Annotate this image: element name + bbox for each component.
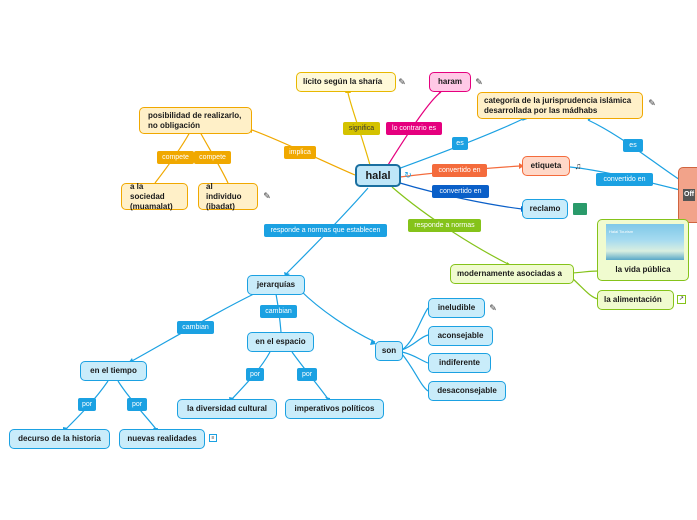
node-desaconsejable-text: desaconsejable <box>437 386 497 395</box>
image-title: Halal Tourism <box>609 229 634 234</box>
attachment-icon[interactable]: ♫ <box>574 161 582 171</box>
node-categoria[interactable]: categoría de la jurisprudencia islámica … <box>477 92 643 119</box>
node-aconsejable[interactable]: aconsejable <box>428 326 493 346</box>
node-licito-text: lícito según la sharía <box>303 77 383 86</box>
node-vida-publica-text: la vida pública <box>615 265 671 274</box>
note-icon[interactable]: ≡ <box>209 434 217 442</box>
node-halal[interactable]: halal <box>355 164 401 187</box>
node-sociedad-text: a la sociedad (muamalat) <box>130 181 173 211</box>
node-ineludible-text: ineludible <box>437 303 476 312</box>
label-es-1: es <box>452 137 468 150</box>
node-offscreen[interactable]: Off <box>678 167 697 223</box>
label-por-4: por <box>297 368 317 381</box>
attachment-icon[interactable]: ✎ <box>398 77 406 87</box>
node-diversidad[interactable]: la diversidad cultural <box>177 399 277 419</box>
node-offscreen-text: Off <box>683 189 696 201</box>
label-implica: implica <box>284 146 316 159</box>
node-modernamente[interactable]: modernamente asociadas a <box>450 264 574 284</box>
attachment-icon[interactable]: ✎ <box>489 303 497 313</box>
node-nuevas-text: nuevas realidades <box>127 434 197 443</box>
image-icon[interactable] <box>573 203 587 215</box>
node-decurso-text: decurso de la historia <box>18 434 101 443</box>
node-imperativos[interactable]: imperativos políticos <box>285 399 384 419</box>
node-categoria-text: categoría de la jurisprudencia islámica … <box>484 95 632 115</box>
node-posibilidad-text: posibilidad de realizarlo, no obligación <box>148 110 242 130</box>
external-link-icon[interactable]: ↗ <box>677 295 686 304</box>
node-indiferente[interactable]: indiferente <box>428 353 491 373</box>
node-sociedad[interactable]: a la sociedad (muamalat) <box>121 181 188 211</box>
node-decurso[interactable]: decurso de la historia <box>9 429 110 449</box>
label-responde-normas: responde a normas <box>408 219 481 232</box>
node-imperativos-text: imperativos políticos <box>294 404 375 413</box>
node-son-text: son <box>381 346 397 355</box>
label-cambian-2: cambian <box>260 305 297 318</box>
attachment-icon[interactable]: ✎ <box>475 77 483 87</box>
node-jerarquias-text: jerarquías <box>256 280 296 289</box>
node-ineludible[interactable]: ineludible <box>428 298 485 318</box>
node-licito[interactable]: lícito según la sharía <box>296 72 396 92</box>
node-posibilidad[interactable]: posibilidad de realizarlo, no obligación <box>139 107 252 134</box>
label-compete-2: compete <box>194 151 231 164</box>
attachment-icon[interactable]: ✎ <box>263 191 271 201</box>
node-diversidad-text: la diversidad cultural <box>186 404 268 413</box>
label-responde-normas-est: responde a normas que establecen <box>264 224 387 237</box>
label-cambian-1: cambian <box>177 321 214 334</box>
node-modernamente-text: modernamente asociadas a <box>457 269 562 278</box>
node-individuo-text: al individuo (ibadat) <box>206 181 242 211</box>
label-por-2: por <box>127 398 147 411</box>
node-nuevas[interactable]: nuevas realidades <box>119 429 205 449</box>
link-icon[interactable]: ↻ <box>404 170 412 180</box>
node-en-el-tiempo[interactable]: en el tiempo <box>80 361 147 381</box>
label-convertido-3: convertido en <box>596 173 653 186</box>
node-vida-publica[interactable]: Halal Tourism la vida pública <box>597 219 689 281</box>
node-indiferente-text: indiferente <box>439 358 480 367</box>
attachment-icon[interactable]: ✎ <box>648 98 656 108</box>
node-reclamo[interactable]: reclamo <box>522 199 568 219</box>
node-individuo[interactable]: al individuo (ibadat) <box>198 181 258 211</box>
label-es-2: es <box>623 139 643 152</box>
vida-publica-image: Halal Tourism <box>606 224 684 260</box>
label-lo-contrario: lo contrario es <box>386 122 442 135</box>
node-haram-text: haram <box>437 77 462 86</box>
node-desaconsejable[interactable]: desaconsejable <box>428 381 506 401</box>
node-halal-text: halal <box>365 169 391 182</box>
node-alimentacion-text: la alimentación <box>604 295 662 304</box>
label-por-1: por <box>78 398 96 411</box>
label-compete-1: compete <box>157 151 194 164</box>
node-jerarquias[interactable]: jerarquías <box>247 275 305 295</box>
node-alimentacion[interactable]: la alimentación <box>597 290 674 310</box>
label-por-3: por <box>246 368 264 381</box>
node-haram[interactable]: haram <box>429 72 471 92</box>
node-etiqueta-text: etiqueta <box>530 161 562 170</box>
node-en-el-espacio[interactable]: en el espacio <box>247 332 314 352</box>
label-convertido-1: convertido en <box>432 164 487 177</box>
node-etiqueta[interactable]: etiqueta <box>522 156 570 176</box>
node-en-el-tiempo-text: en el tiempo <box>90 366 137 375</box>
node-reclamo-text: reclamo <box>529 204 561 213</box>
label-convertido-2: convertido en <box>432 185 489 198</box>
label-significa: significa <box>343 122 380 135</box>
node-en-el-espacio-text: en el espacio <box>255 337 306 346</box>
node-aconsejable-text: aconsejable <box>437 331 484 340</box>
node-son[interactable]: son <box>375 341 403 361</box>
